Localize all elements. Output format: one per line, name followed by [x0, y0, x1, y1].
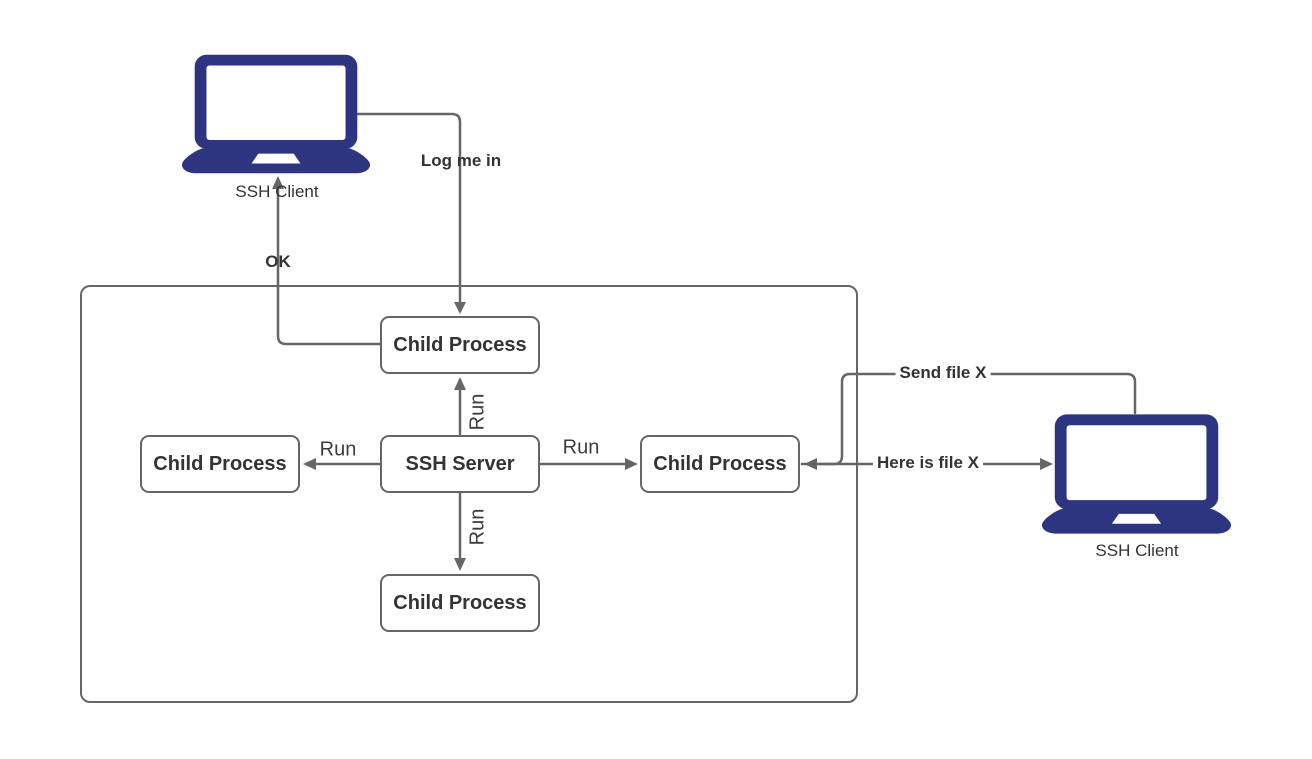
- node-child-process-right: Child Process: [640, 435, 800, 493]
- label-run-right: Run: [562, 436, 600, 459]
- arrowhead-send-file: [804, 458, 817, 470]
- label-here-is-file-x: Here is file X: [872, 453, 984, 473]
- label-run-up: Run: [466, 393, 489, 431]
- node-child-process-left: Child Process: [140, 435, 300, 493]
- arrowhead-ok: [272, 176, 284, 189]
- edge-log-me-in-line: [356, 112, 462, 305]
- node-ssh-server: SSH Server: [380, 435, 540, 493]
- label-ssh-client-left: SSH Client: [235, 182, 319, 201]
- laptop-screen: [1066, 425, 1207, 501]
- label-send-file-x: Send file X: [895, 363, 991, 383]
- label-ok: OK: [265, 252, 291, 271]
- laptop-notch: [1111, 513, 1162, 524]
- arrowhead-here-is-file: [1040, 458, 1053, 470]
- node-child-process-top: Child Process: [380, 316, 540, 374]
- arrowhead-run-down: [454, 558, 466, 571]
- edge-ok-line: [276, 186, 382, 346]
- node-child-process-bottom: Child Process: [380, 574, 540, 632]
- arrowhead-run-right: [625, 458, 638, 470]
- arrowhead-log-me-in: [454, 302, 466, 314]
- arrowhead-run-left: [303, 458, 316, 470]
- label-run-down: Run: [466, 508, 489, 546]
- label-run-left: Run: [319, 438, 357, 461]
- laptop-notch: [251, 153, 301, 164]
- laptop-screen: [206, 65, 346, 140]
- edge-arrowheads: [272, 176, 1053, 571]
- arrowhead-run-up: [454, 377, 466, 390]
- server-boundary-box: [80, 285, 858, 703]
- laptop-icon-left: [181, 54, 371, 174]
- label-ssh-client-right: SSH Client: [1095, 541, 1179, 560]
- label-log-me-in: Log me in: [420, 151, 502, 170]
- edge-send-file-line: [814, 372, 1137, 466]
- laptop-icon-right: [1041, 414, 1232, 534]
